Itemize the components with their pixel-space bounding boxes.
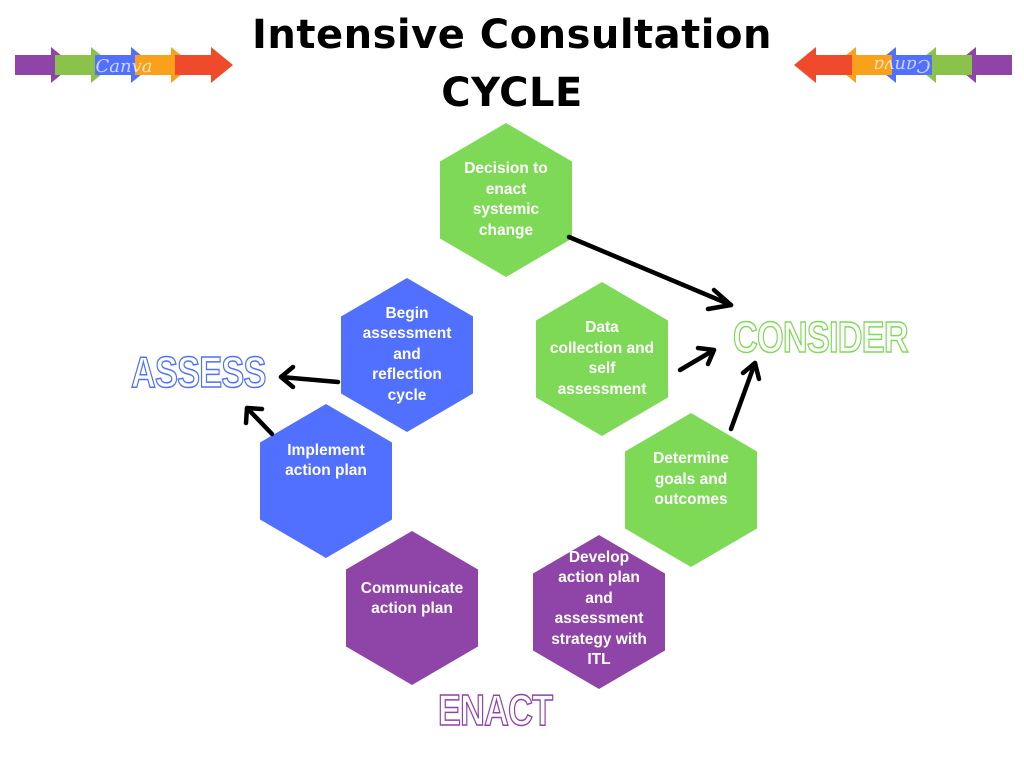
watermark-right: Canva — [874, 55, 931, 76]
step-label: Determine goals and outcomes — [653, 450, 729, 509]
phase-label-assess: ASSESS — [130, 347, 267, 398]
phase-label-enact: ENACT — [437, 685, 553, 736]
step-label: Communicate action plan — [360, 579, 464, 618]
watermark-left: Canva — [96, 56, 153, 77]
arrow-decision-to-consider — [566, 234, 734, 312]
step-decision: Decision to enact systemic change — [440, 123, 572, 277]
step-label: Data collection and self assessment — [549, 319, 655, 398]
arrow-begin-to-assess — [278, 364, 341, 390]
step-develop-plan: Develop action plan and assessment strat… — [533, 535, 665, 689]
arrow-implement-to-assess — [243, 405, 275, 437]
decor-arrow-shape — [175, 47, 233, 83]
right-arrow-strip — [794, 47, 1012, 83]
title-line-1: Intensive Consultation — [252, 12, 772, 58]
step-label: Decision to enact systemic change — [464, 160, 548, 239]
arrow-data-to-consider — [677, 345, 717, 373]
step-label: Begin assessment and reflection cycle — [362, 304, 452, 404]
left-arrow-strip — [15, 47, 233, 83]
phase-label-consider: CONSIDER — [732, 312, 909, 363]
step-label: Implement action plan — [285, 441, 367, 480]
title-line-2: CYCLE — [441, 70, 583, 116]
step-communicate: Communicate action plan — [346, 531, 478, 685]
decor-arrow-shape — [794, 47, 852, 83]
arrow-determine-to-consider — [728, 360, 762, 432]
step-label: Develop action plan and assessment strat… — [551, 548, 647, 669]
